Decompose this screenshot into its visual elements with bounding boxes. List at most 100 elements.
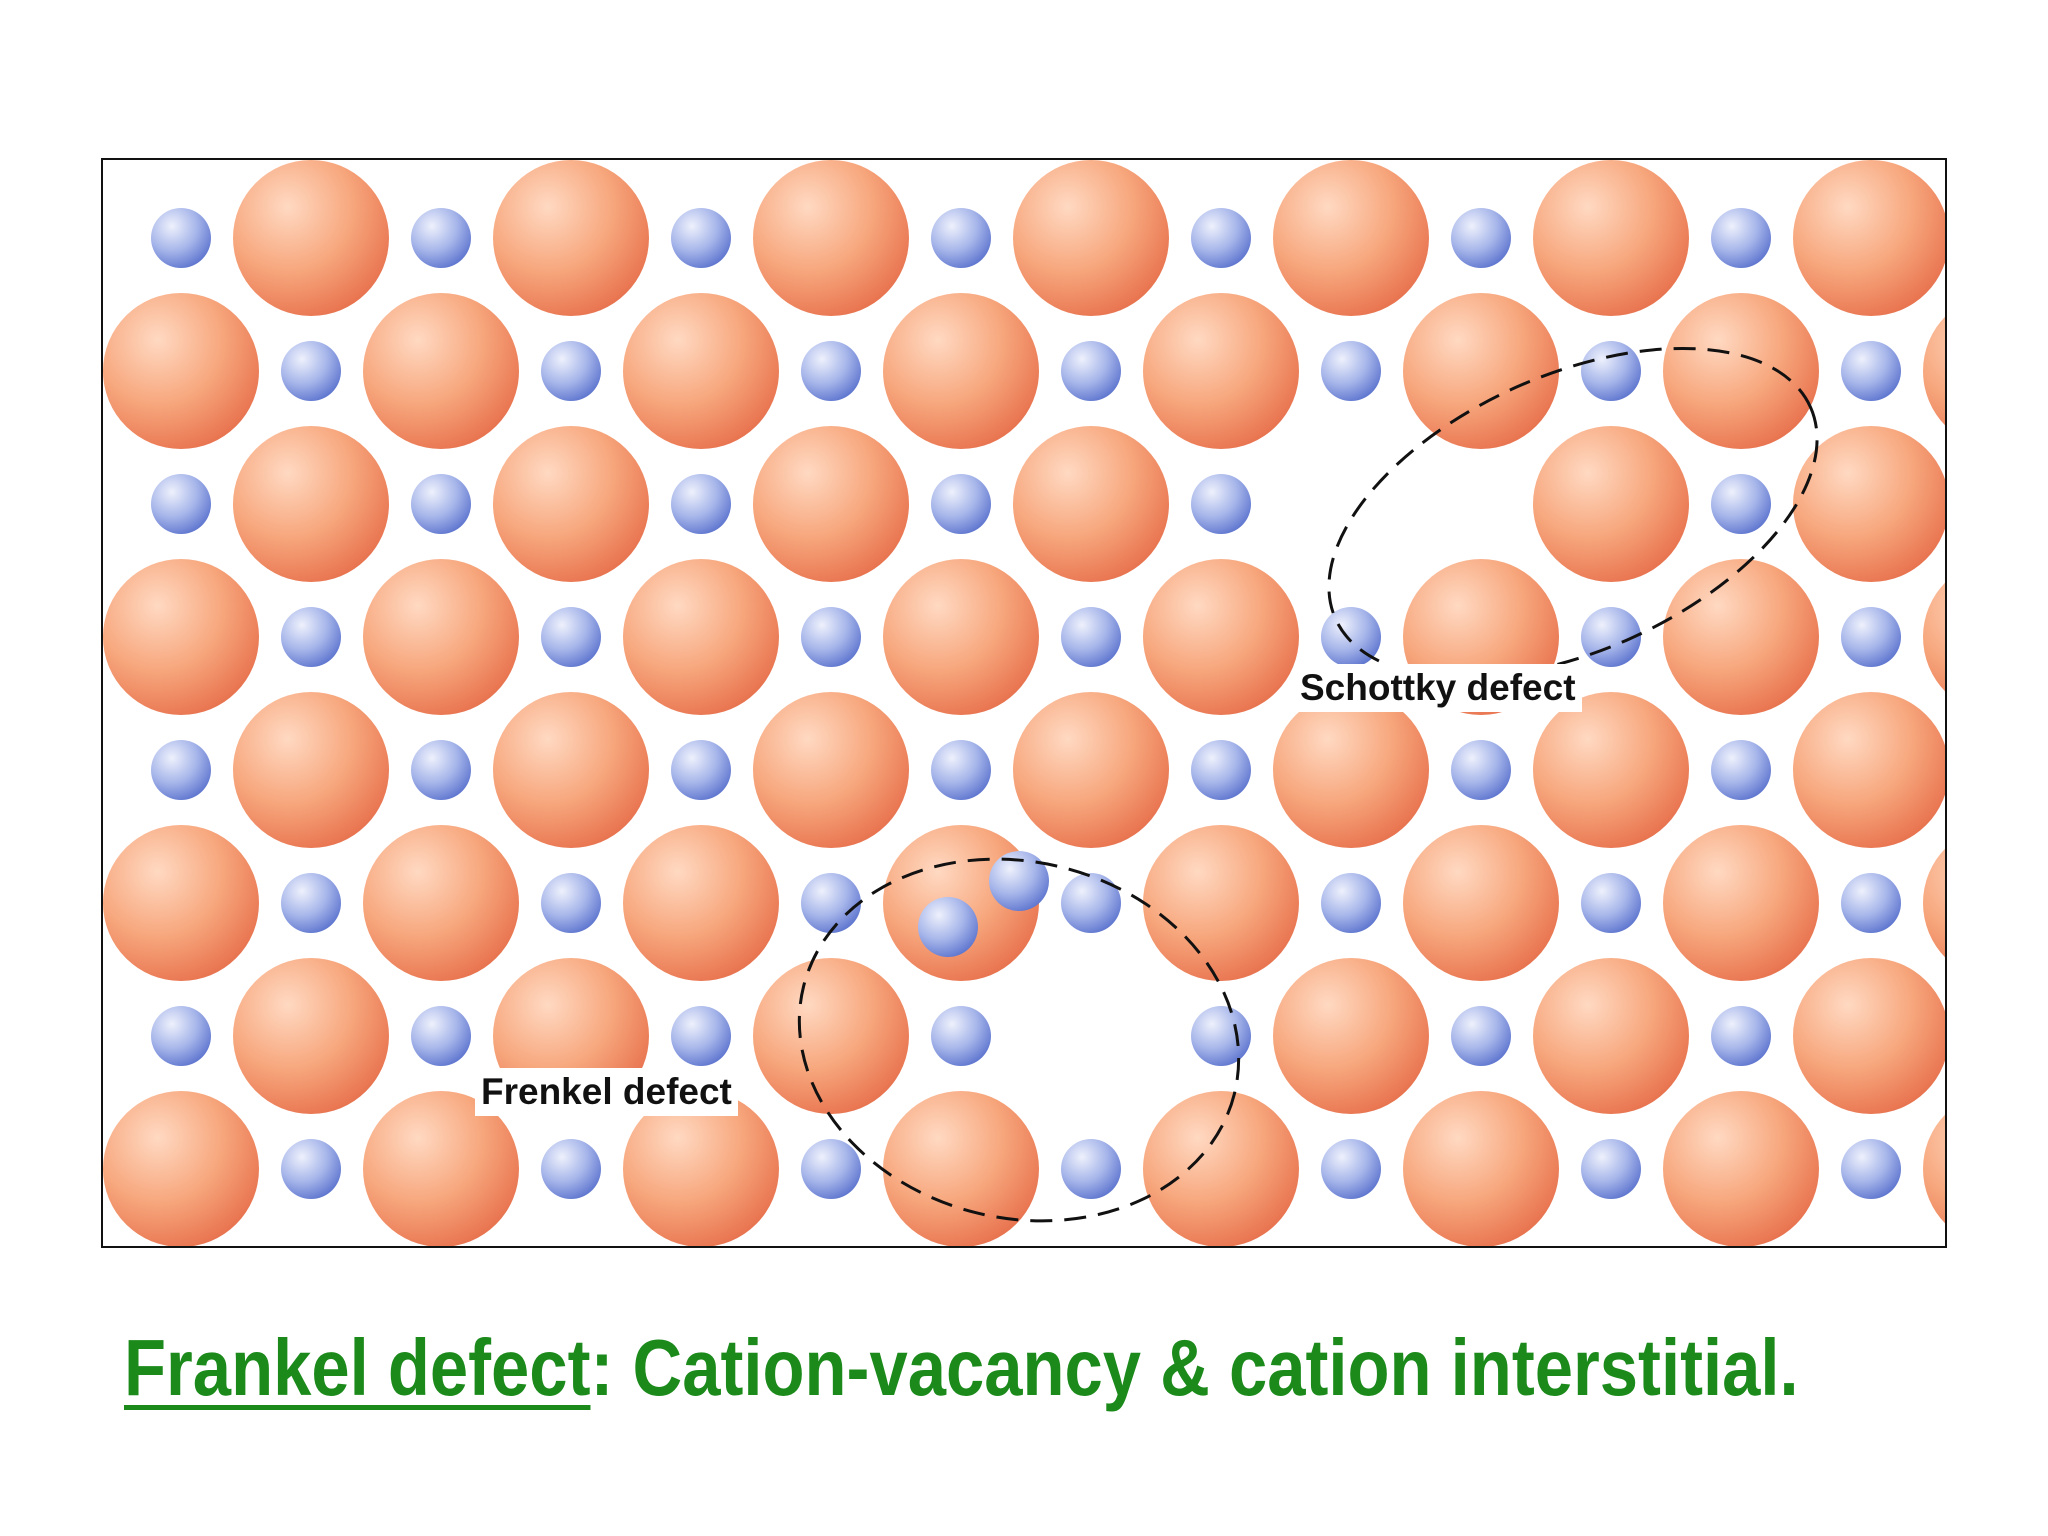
anion-ion [883,1091,1039,1246]
anion-ion [363,293,519,449]
defect-outlines [797,346,1819,1223]
interstitial-cation-ion [918,897,978,957]
cation-ion [1191,474,1251,534]
cation-ion [1841,873,1901,933]
anion-ion [1923,1114,1945,1224]
anion-ion [753,958,909,1114]
cation-ion [151,740,211,800]
anion-ion [1793,958,1945,1114]
cation-ion [1061,873,1121,933]
cation-ion [1061,607,1121,667]
anion-ion [233,692,389,848]
cation-ion [151,474,211,534]
cation-ion [671,740,731,800]
cation-ion [1321,1139,1381,1199]
ion-group [103,160,1945,1246]
cation-ion [671,208,731,268]
anion-ion [753,426,909,582]
cation-ion [801,873,861,933]
cation-ion [931,1006,991,1066]
anion-ion [883,559,1039,715]
anion-ion [1663,293,1819,449]
schottky-defect-outline [1327,346,1819,680]
cation-ion [1191,1006,1251,1066]
anion-ion [623,559,779,715]
anion-ion [1663,559,1819,715]
cation-ion [1581,1139,1641,1199]
cation-ion [931,740,991,800]
cation-ion [1841,1139,1901,1199]
cation-ion [281,607,341,667]
cation-ion [541,341,601,401]
interstitial-cation-ion [989,851,1049,911]
anion-ion [1143,825,1299,981]
anion-ion [1273,958,1429,1114]
cation-ion [1321,873,1381,933]
schottky-defect-label: Schottky defect [1294,664,1582,712]
anion-ion [1533,958,1689,1114]
caption: Frankel defect: Cation-vacancy & cation … [124,1318,1799,1418]
cation-ion [541,607,601,667]
anion-ion [1533,160,1689,316]
anion-ion [493,426,649,582]
frenkel-defect-label: Frenkel defect [475,1068,738,1116]
cation-ion [1581,341,1641,401]
cation-ion [1711,1006,1771,1066]
cation-ion [411,740,471,800]
anion-ion [233,958,389,1114]
anion-ion [753,692,909,848]
caption-rest: : Cation-vacancy & cation interstitial. [590,1323,1799,1412]
cation-ion [801,341,861,401]
lattice-svg [103,160,1945,1246]
anion-ion [103,293,259,449]
cation-ion [1841,607,1901,667]
cation-ion [801,607,861,667]
cation-ion [931,474,991,534]
anion-ion [1143,1091,1299,1246]
anion-ion [1403,293,1559,449]
anion-ion [1013,692,1169,848]
anion-ion [1273,692,1429,848]
anion-ion [1663,1091,1819,1246]
cation-ion [1711,208,1771,268]
cation-ion [1451,740,1511,800]
anion-ion [1403,825,1559,981]
cation-ion [931,208,991,268]
anion-ion [1143,293,1299,449]
cation-ion [151,208,211,268]
anion-ion [1143,559,1299,715]
anion-ion [883,293,1039,449]
cation-ion [411,474,471,534]
anion-ion [623,825,779,981]
anion-ion [103,559,259,715]
caption-term: Frankel defect [124,1323,591,1412]
cation-ion [801,1139,861,1199]
anion-ion [1013,160,1169,316]
anion-ion [103,825,259,981]
cation-ion [151,1006,211,1066]
cation-ion [1451,208,1511,268]
cation-ion [671,474,731,534]
cation-ion [281,341,341,401]
frenkel-defect-outline [797,857,1241,1223]
anion-ion [363,1091,519,1246]
anion-ion [1403,1091,1559,1246]
anion-ion [233,426,389,582]
anion-ion [363,825,519,981]
cation-ion [411,208,471,268]
cation-ion [281,1139,341,1199]
cation-ion [671,1006,731,1066]
cation-ion [1061,341,1121,401]
cation-ion [541,873,601,933]
anion-ion [1923,582,1945,692]
cation-ion [1451,1006,1511,1066]
anion-ion [233,160,389,316]
anion-ion [103,1091,259,1246]
anion-ion [493,692,649,848]
anion-ion [1273,160,1429,316]
anion-ion [1793,160,1945,316]
anion-ion [363,559,519,715]
cation-ion [541,1139,601,1199]
anion-ion [493,160,649,316]
anion-ion [1793,426,1945,582]
